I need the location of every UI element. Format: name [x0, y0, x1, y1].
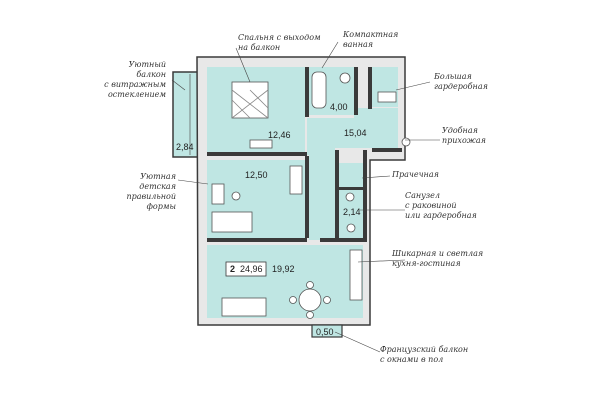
- note-glazed-balcony: Уютный балкон с витражным остеклением: [104, 60, 166, 99]
- area-balcony-left: 2,84: [176, 142, 194, 152]
- note-kitchen: Шикарная и светлая кухня-гостиная: [392, 249, 484, 268]
- dining-table: [298, 288, 322, 312]
- legend-rooms-count: 2: [230, 264, 235, 274]
- area-french-balcony: 0,50: [316, 327, 334, 337]
- area-kitchen: 19,92: [272, 264, 295, 274]
- note-kids-room: Уютная детская правильной формы: [126, 172, 176, 211]
- toilet-bowl: [346, 223, 356, 233]
- area-kids: 12,50: [245, 170, 268, 180]
- note-french-balcony: Французский балкон с окнами в пол: [380, 345, 469, 364]
- balcony-left: [172, 71, 200, 158]
- kitchen-counter: [349, 249, 363, 301]
- note-storage: Прачечная: [392, 170, 439, 179]
- hall-cabinet: [401, 137, 411, 147]
- legend-total-area: 24,96: [240, 264, 263, 274]
- sofa: [221, 297, 267, 317]
- kids-shelf: [289, 165, 303, 195]
- storage-floor: [338, 163, 363, 187]
- note-bedroom-balcony: Спальня с выходом на балкон: [238, 33, 321, 52]
- bathtub: [311, 71, 327, 109]
- area-wc: 2,14: [343, 207, 361, 217]
- area-bedroom: 12,46: [268, 130, 291, 140]
- bath-sink: [339, 72, 351, 84]
- bedroom-wardrobe: [249, 139, 273, 149]
- hall-floor: [307, 108, 398, 240]
- chair: [231, 191, 241, 201]
- note-hallway: Удобная прихожая: [442, 126, 486, 145]
- note-bathroom: Компактная ванная: [343, 30, 399, 49]
- kids-bed: [211, 211, 253, 233]
- french-balcony: [311, 324, 343, 338]
- note-toilet: Санузел с раковиной или гардеробная: [405, 191, 477, 220]
- interior-walls: [207, 67, 402, 242]
- area-hall: 15,04: [344, 128, 367, 138]
- area-bath: 4,00: [330, 102, 348, 112]
- bed: [231, 81, 269, 119]
- legend-box: [225, 261, 267, 277]
- leader-lines: [171, 41, 440, 353]
- note-wardrobe: Большая гардеробная: [434, 72, 488, 91]
- wc-sink: [345, 192, 355, 202]
- wardrobe-rack: [377, 91, 397, 103]
- desk: [211, 183, 225, 205]
